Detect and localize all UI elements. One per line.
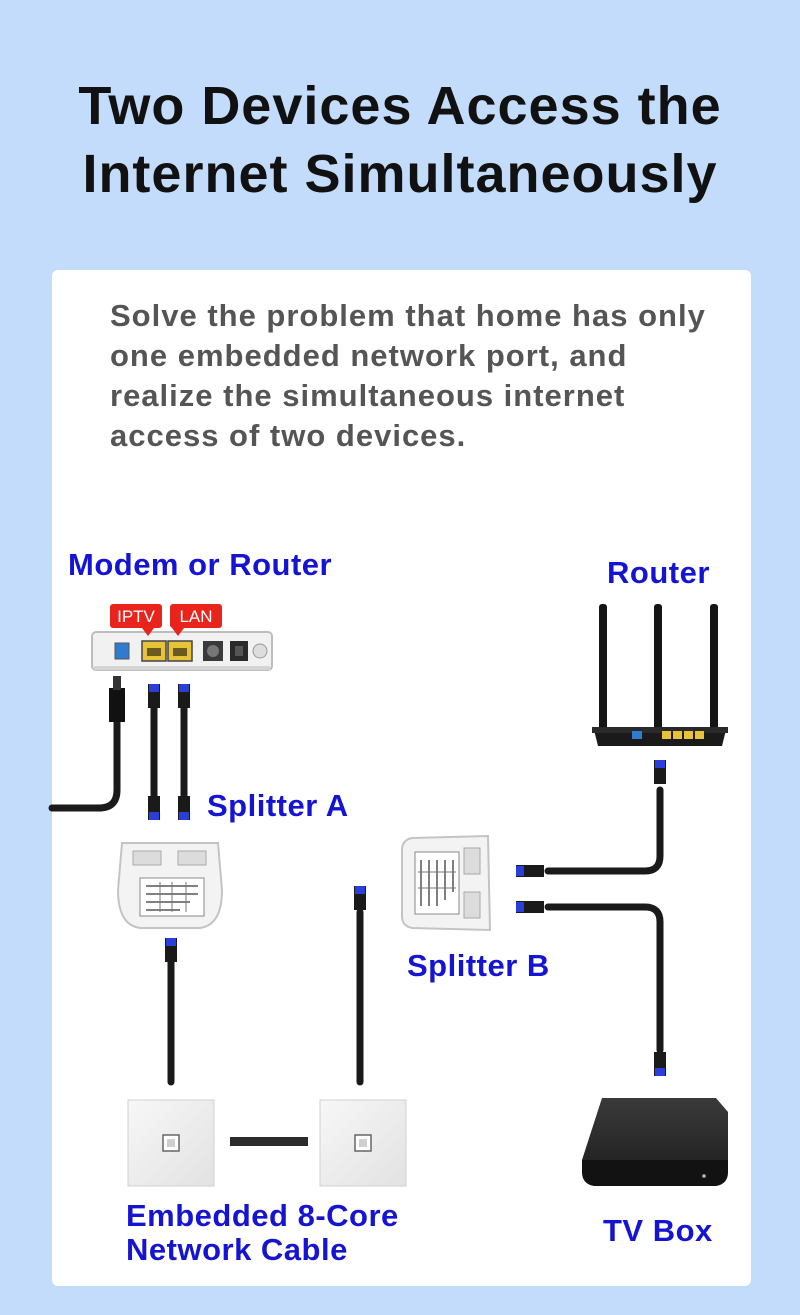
rj45-plug bbox=[654, 1052, 666, 1076]
rj45-plug bbox=[148, 796, 160, 820]
lan-tag bbox=[170, 604, 222, 628]
rj45-plug bbox=[148, 684, 160, 708]
lan-tag-text: LAN bbox=[179, 607, 212, 626]
title-line-2: Internet Simultaneously bbox=[82, 144, 718, 204]
label-embedded-cable: Embedded 8-Core Network Cable bbox=[126, 1199, 399, 1267]
antenna bbox=[599, 604, 607, 736]
splitter-b-device bbox=[401, 834, 492, 932]
rj45-plug bbox=[165, 938, 177, 962]
antenna bbox=[654, 604, 662, 736]
rj45-plug bbox=[354, 886, 366, 910]
tv-box-device bbox=[582, 1098, 728, 1186]
iptv-tag-text: IPTV bbox=[117, 607, 155, 626]
rj45-plug bbox=[516, 901, 544, 913]
wall-plate-left bbox=[127, 1099, 215, 1187]
modem-device bbox=[91, 631, 273, 671]
antenna bbox=[710, 604, 718, 736]
label-embedded-cable-line-1: Embedded 8-Core bbox=[126, 1198, 399, 1233]
page-title: Two Devices Access the Internet Simultan… bbox=[0, 72, 800, 208]
cable-splitter-b-router bbox=[544, 786, 664, 875]
wan-port bbox=[632, 731, 642, 739]
port-tags: IPTV LAN bbox=[110, 604, 222, 636]
embedded-cable bbox=[230, 1137, 308, 1146]
label-tv-box: TV Box bbox=[603, 1213, 713, 1248]
label-splitter-b: Splitter B bbox=[407, 948, 550, 983]
label-modem-or-router: Modem or Router bbox=[68, 547, 333, 582]
label-router: Router bbox=[607, 555, 710, 590]
tv-box-led bbox=[702, 1174, 706, 1178]
connectors bbox=[109, 676, 666, 1076]
power-button bbox=[252, 643, 268, 659]
iptv-tag bbox=[110, 604, 162, 628]
optical-connector bbox=[109, 676, 125, 722]
rj45-plug bbox=[178, 796, 190, 820]
rj45-plug bbox=[178, 684, 190, 708]
rj45-plug bbox=[654, 760, 666, 784]
cable-splitter-b-tvbox bbox=[544, 903, 664, 1054]
description-text: Solve the problem that home has only one… bbox=[110, 298, 706, 453]
title-line-1: Two Devices Access the bbox=[78, 76, 722, 136]
router-device bbox=[592, 604, 728, 746]
label-embedded-cable-line-2: Network Cable bbox=[126, 1232, 348, 1267]
label-splitter-a: Splitter A bbox=[207, 788, 349, 823]
splitter-a-device bbox=[116, 842, 224, 929]
wall-plate-right bbox=[319, 1099, 407, 1187]
optical-port bbox=[114, 642, 130, 660]
optical-cable bbox=[48, 716, 121, 812]
rj45-plug bbox=[516, 865, 544, 877]
cables bbox=[48, 701, 664, 1086]
